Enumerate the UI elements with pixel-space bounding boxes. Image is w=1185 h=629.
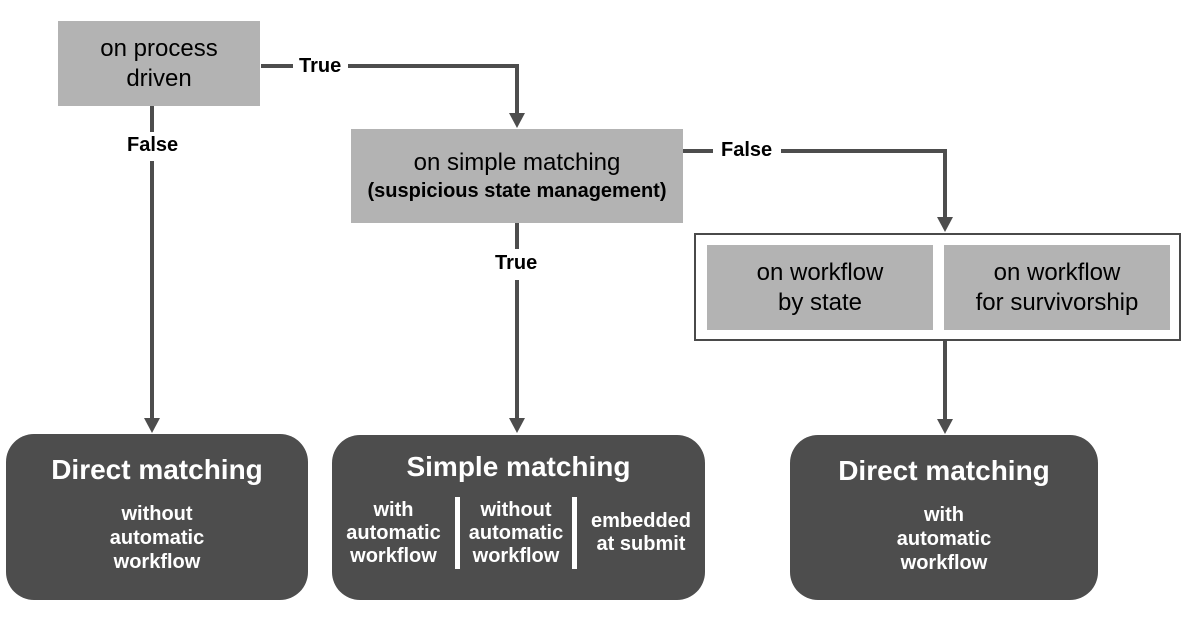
edge-label-simple-false: False bbox=[721, 139, 773, 161]
option-with-automatic-workflow: with automatic workflow bbox=[333, 499, 454, 568]
edge-label-process-false: False bbox=[127, 134, 179, 156]
edge-simple-true-segment bbox=[515, 223, 519, 249]
option-line: with bbox=[373, 498, 414, 521]
option-line: workflow bbox=[350, 544, 437, 567]
node-simple-matching-condition: on simple matching (suspicious state man… bbox=[351, 129, 683, 223]
sub-line: workflow bbox=[113, 551, 201, 573]
option-without-automatic-workflow: without automatic workflow bbox=[461, 499, 571, 568]
option-embedded-at-submit: embedded at submit bbox=[578, 510, 704, 556]
sub-line: workflow bbox=[900, 552, 988, 574]
arrowhead-into-simple-matching-result bbox=[509, 418, 525, 433]
node-simple-matching-note: (suspicious state management) bbox=[367, 180, 667, 202]
option-line: without bbox=[480, 498, 552, 521]
node-direct-matching-without: Direct matching without automatic workfl… bbox=[6, 434, 308, 600]
edge-process-true-segment bbox=[261, 64, 293, 68]
node-workflow-by-state-line2: by state bbox=[777, 288, 863, 316]
sub-line: automatic bbox=[896, 528, 992, 550]
workflow-group-container: on workflow by state on workflow for sur… bbox=[694, 233, 1181, 341]
node-direct-matching-with-sub: with automatic workflow bbox=[790, 503, 1098, 575]
edge-workflow-group-segment bbox=[943, 341, 947, 419]
node-direct-matching-without-title: Direct matching bbox=[51, 454, 263, 485]
node-direct-matching-with: Direct matching with automatic workflow bbox=[790, 435, 1098, 600]
edge-process-true-segment bbox=[348, 64, 519, 68]
edge-simple-false-segment bbox=[781, 149, 947, 153]
edge-simple-true-segment bbox=[515, 280, 519, 418]
arrowhead-into-direct-matching-with bbox=[937, 419, 953, 434]
arrowhead-into-simple-matching-condition bbox=[509, 113, 525, 128]
node-process-driven-line2: driven bbox=[126, 64, 192, 92]
arrowhead-into-workflow-group bbox=[937, 217, 953, 232]
node-process-driven-line1: on process bbox=[100, 34, 218, 62]
node-direct-matching-with-title: Direct matching bbox=[838, 455, 1050, 486]
simple-matching-options: with automatic workflow without automati… bbox=[332, 497, 705, 569]
edge-label-simple-true: True bbox=[495, 252, 538, 274]
edge-process-false-segment bbox=[150, 106, 154, 132]
option-line: at submit bbox=[596, 533, 686, 555]
edge-label-process-true: True bbox=[299, 55, 342, 77]
sub-line: with bbox=[924, 504, 964, 526]
option-line: embedded bbox=[590, 510, 692, 532]
node-simple-matching-main: on simple matching bbox=[413, 149, 621, 176]
node-simple-matching-result-title: Simple matching bbox=[406, 451, 631, 482]
edge-process-false-segment bbox=[150, 161, 154, 418]
node-direct-matching-without-sub: without automatic workflow bbox=[6, 502, 308, 574]
edge-simple-false-segment bbox=[683, 149, 713, 153]
node-simple-matching-result: Simple matching with automatic workflow … bbox=[332, 435, 705, 600]
option-line: automatic bbox=[468, 521, 564, 544]
option-line: automatic bbox=[346, 521, 441, 544]
option-divider bbox=[572, 497, 577, 569]
node-workflow-for-survivorship: on workflow for survivorship bbox=[944, 245, 1170, 330]
option-divider bbox=[455, 497, 460, 569]
node-workflow-by-state-line1: on workflow bbox=[756, 258, 884, 286]
node-workflow-for-survivorship-line1: on workflow bbox=[993, 258, 1121, 286]
node-workflow-by-state: on workflow by state bbox=[707, 245, 933, 330]
node-process-driven: on process driven bbox=[58, 21, 260, 106]
sub-line: without bbox=[121, 503, 193, 525]
sub-line: automatic bbox=[109, 527, 205, 549]
edge-simple-false-segment bbox=[943, 149, 947, 217]
option-line: workflow bbox=[472, 544, 560, 567]
node-workflow-for-survivorship-line2: for survivorship bbox=[975, 288, 1139, 316]
arrowhead-into-direct-matching-without bbox=[144, 418, 160, 433]
edge-process-true-segment bbox=[515, 64, 519, 113]
